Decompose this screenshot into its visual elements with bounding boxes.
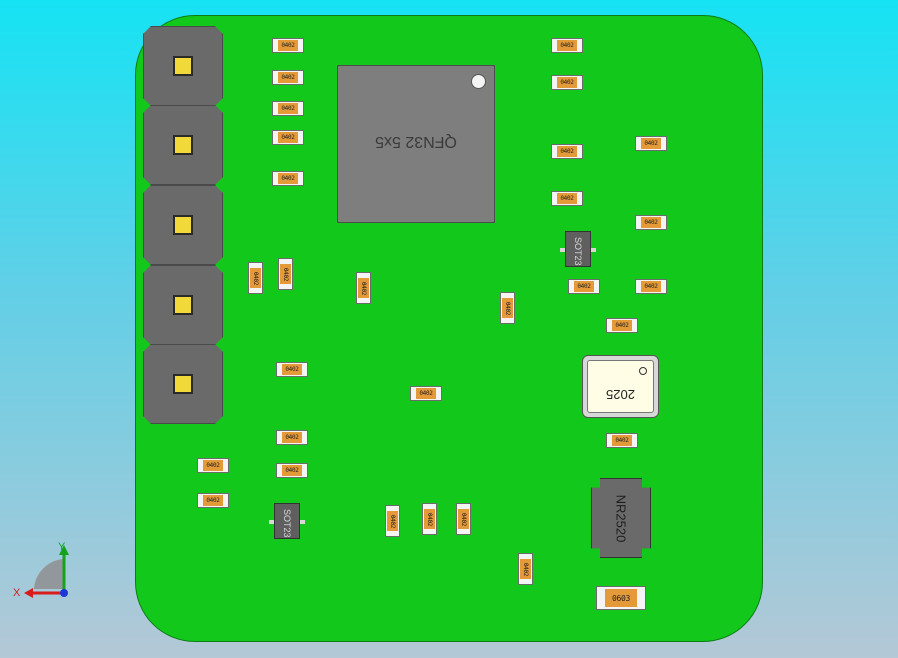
component-marking: 0402 xyxy=(285,467,299,474)
resistor-0402: 0402 xyxy=(276,362,308,377)
sot23-transistor: SOT23 xyxy=(269,503,305,539)
resistor-0402: 0402 xyxy=(551,75,583,90)
header-pin xyxy=(173,295,193,315)
resistor-0402-vertical: 0402 xyxy=(518,553,533,585)
pin1-marker xyxy=(471,74,486,89)
resistor-0402-vertical: 0402 xyxy=(356,272,371,304)
axis-triad: Y X xyxy=(13,541,69,599)
component-marking: 0402 xyxy=(577,283,591,290)
component-marking: 0402 xyxy=(560,42,574,49)
component-marking: 0402 xyxy=(615,437,629,444)
component-marking: 0402 xyxy=(560,79,574,86)
resistor-0402: 0402 xyxy=(551,191,583,206)
component-marking: 0402 xyxy=(281,175,295,182)
component-marking: 0402 xyxy=(460,512,467,526)
y-axis-label: Y xyxy=(58,541,66,553)
component-marking: 0603 xyxy=(611,593,631,603)
component-marking: 0402 xyxy=(281,42,295,49)
component-marking: 0402 xyxy=(504,301,511,315)
triad-plane xyxy=(34,559,64,589)
resistor-0402: 0402 xyxy=(272,130,304,145)
resistor-0402: 0402 xyxy=(606,318,638,333)
component-marking: 0402 xyxy=(560,148,574,155)
resistor-0402: 0402 xyxy=(272,101,304,116)
component-marking: 0402 xyxy=(389,514,396,528)
component-marking: 0402 xyxy=(206,497,220,504)
component-marking: 0402 xyxy=(560,195,574,202)
crystal-2025: 2025 xyxy=(582,355,659,418)
component-marking: 0402 xyxy=(419,390,433,397)
header-pad-4 xyxy=(143,265,223,345)
resistor-0402: 0402 xyxy=(272,70,304,85)
crystal-pin1-marker xyxy=(639,367,647,375)
component-marking: 0402 xyxy=(282,267,289,281)
resistor-0402: 0402 xyxy=(551,144,583,159)
qfn32-chip: QFN32 5x5 xyxy=(337,65,495,223)
resistor-0402: 0402 xyxy=(197,493,229,508)
x-axis-arrow xyxy=(24,588,33,598)
component-marking: 0402 xyxy=(285,434,299,441)
inductor-label: NR2520 xyxy=(613,494,629,543)
x-axis-label: X xyxy=(13,587,21,599)
resistor-0402: 0402 xyxy=(197,458,229,473)
header-pad-1 xyxy=(143,26,223,106)
component-marking: 0402 xyxy=(281,134,295,141)
header-pad-3 xyxy=(143,185,223,265)
crystal-label: 2025 xyxy=(606,387,635,402)
component-marking: 0402 xyxy=(281,105,295,112)
resistor-0402: 0402 xyxy=(635,215,667,230)
resistor-0402: 0402 xyxy=(272,171,304,186)
component-marking: 0402 xyxy=(206,462,220,469)
sot23-label: SOT23 xyxy=(282,509,292,538)
resistor-0402: 0402 xyxy=(635,279,667,294)
component-marking: 0402 xyxy=(285,366,299,373)
header-pin xyxy=(173,135,193,155)
resistor-0402: 0402 xyxy=(276,463,308,478)
component-marking: 0402 xyxy=(522,562,529,576)
header-pad-5 xyxy=(143,344,223,424)
resistor-0402: 0402 xyxy=(551,38,583,53)
resistor-0402-vertical: 0402 xyxy=(278,258,293,290)
component-marking: 0402 xyxy=(281,74,295,81)
component-marking: 0402 xyxy=(644,219,658,226)
component-marking: 0402 xyxy=(426,512,433,526)
resistor-0402: 0402 xyxy=(635,136,667,151)
header-pad-2 xyxy=(143,105,223,185)
resistor-0603: 0603 xyxy=(596,586,646,610)
y-axis-arrow xyxy=(59,545,69,555)
resistor-0402: 0402 xyxy=(272,38,304,53)
resistor-0402: 0402 xyxy=(606,433,638,448)
resistor-0402-vertical: 0402 xyxy=(422,503,437,535)
resistor-0402: 0402 xyxy=(410,386,442,401)
inductor-nr2520: NR2520 xyxy=(591,478,651,558)
resistor-0402: 0402 xyxy=(276,430,308,445)
sot23-transistor: SOT23 xyxy=(560,231,596,267)
crystal-lid: 2025 xyxy=(587,360,654,413)
component-marking: 0402 xyxy=(615,322,629,329)
component-marking: 0402 xyxy=(644,283,658,290)
resistor-0402: 0402 xyxy=(568,279,600,294)
component-marking: 0402 xyxy=(360,281,367,295)
resistor-0402-vertical: 0402 xyxy=(456,503,471,535)
z-axis-dot xyxy=(60,589,68,597)
sot23-label: SOT23 xyxy=(573,237,583,266)
header-pin xyxy=(173,215,193,235)
resistor-0402-vertical: 0402 xyxy=(248,262,263,294)
component-marking: 0402 xyxy=(644,140,658,147)
component-marking: 0402 xyxy=(252,271,259,285)
resistor-0402-vertical: 0402 xyxy=(500,292,515,324)
chip-label: QFN32 5x5 xyxy=(375,133,457,150)
resistor-0402-vertical: 0402 xyxy=(385,505,400,537)
header-pin xyxy=(173,374,193,394)
header-pin xyxy=(173,56,193,76)
